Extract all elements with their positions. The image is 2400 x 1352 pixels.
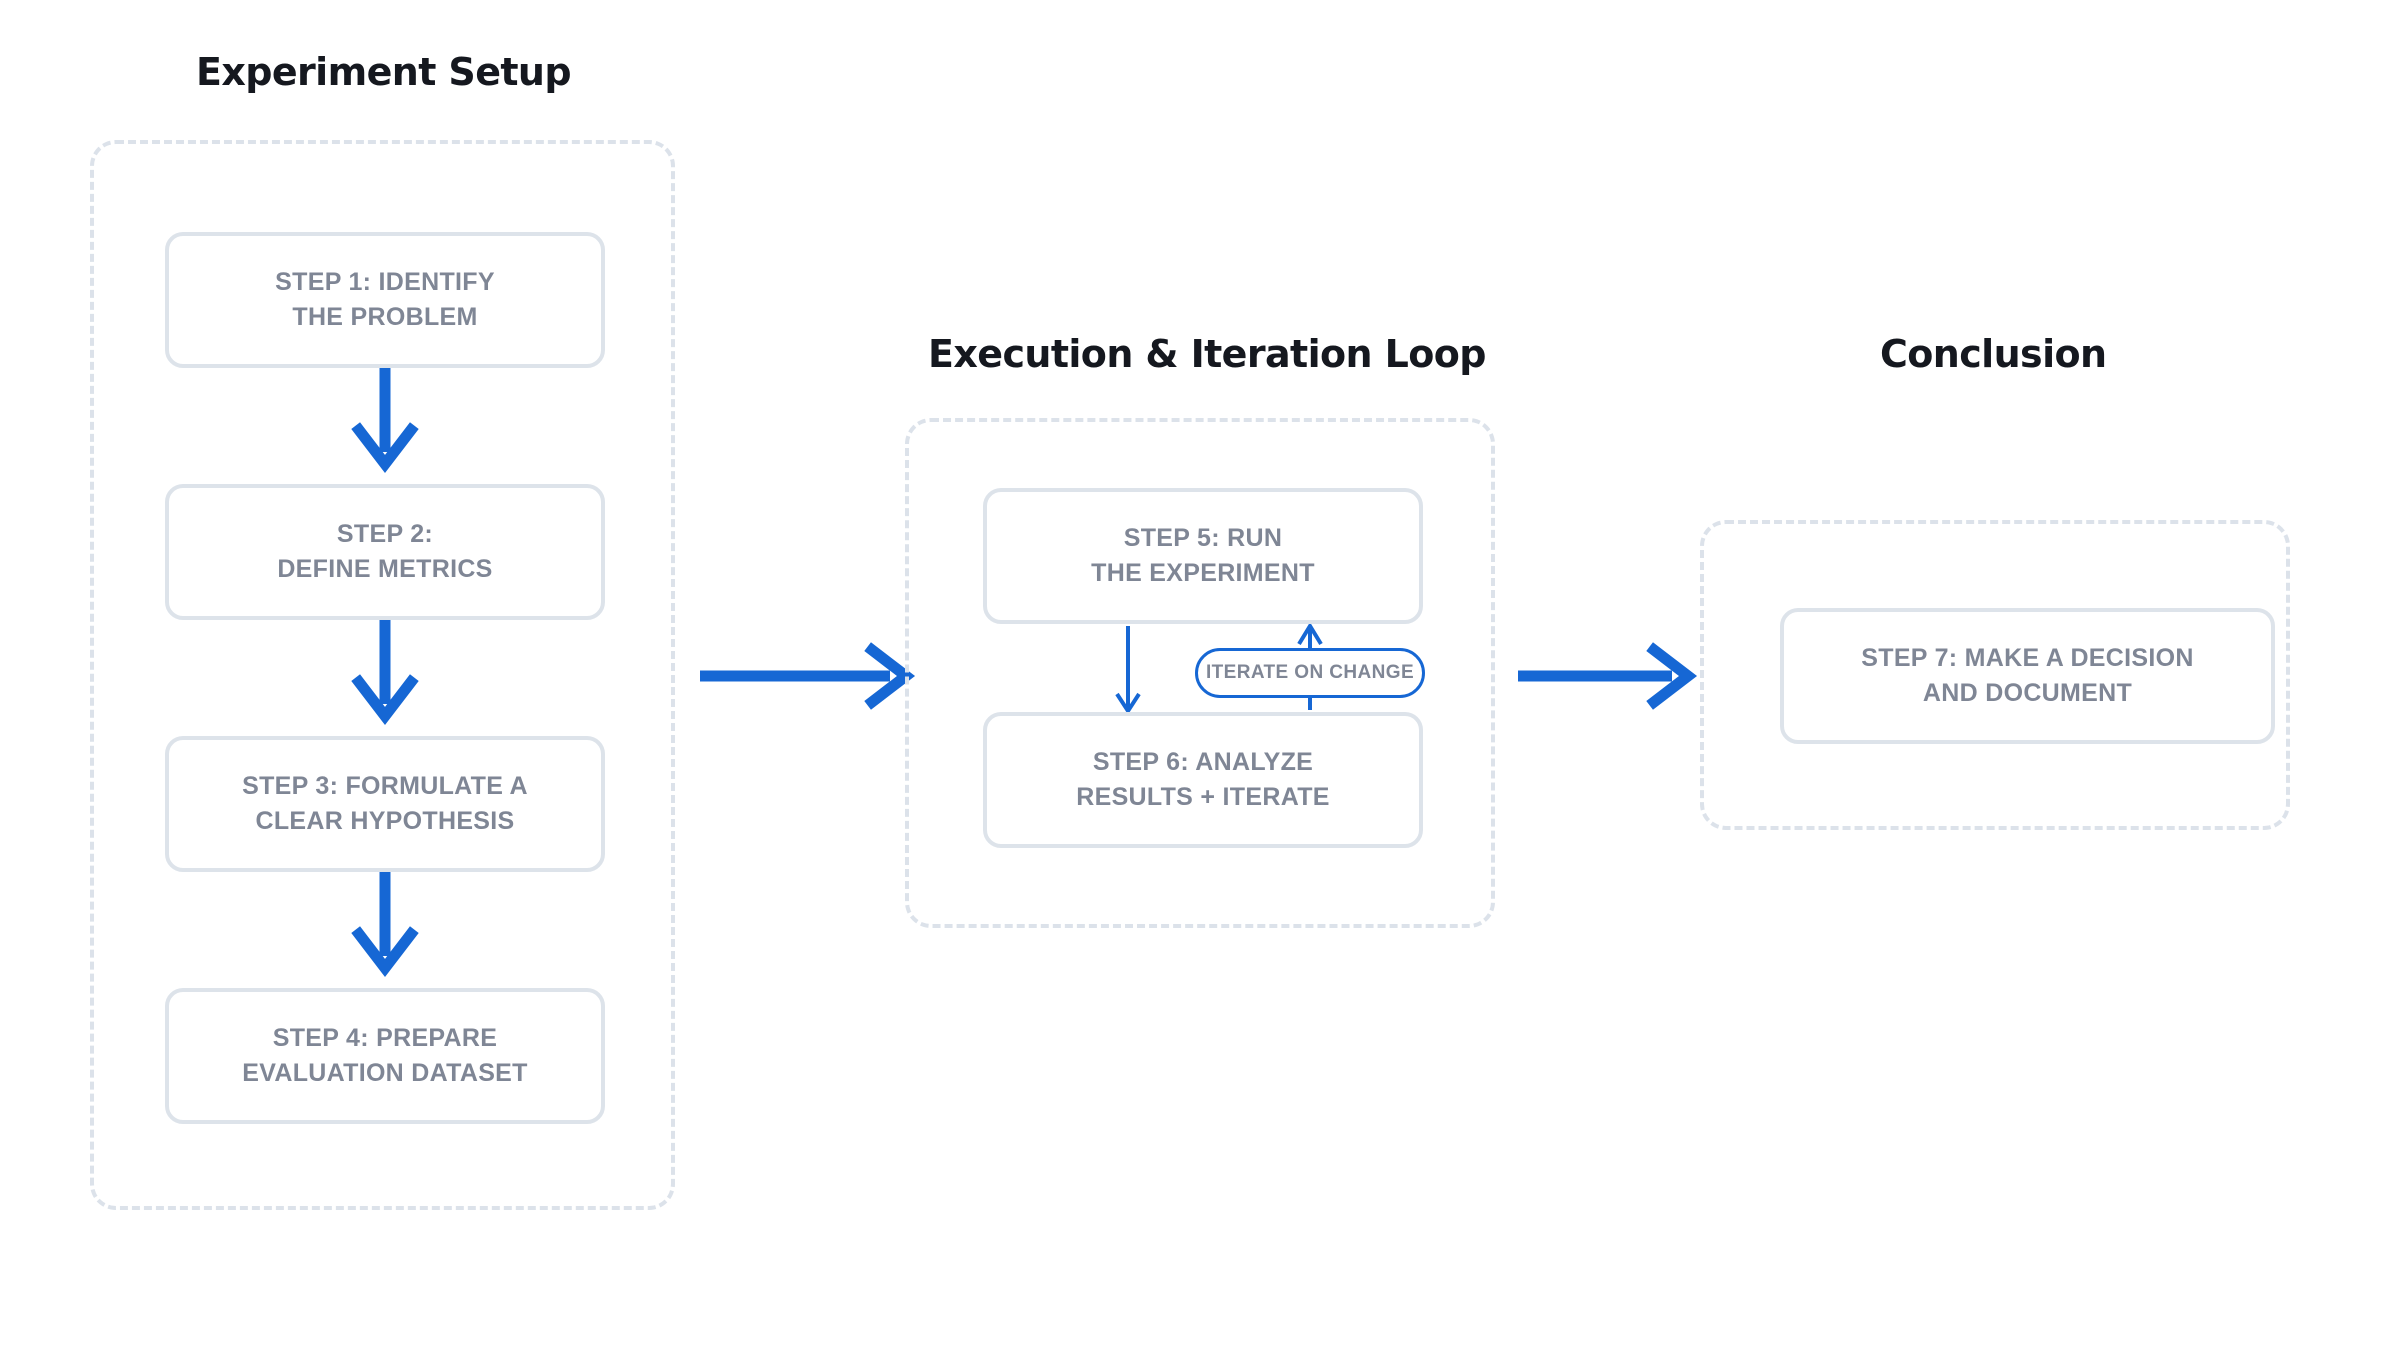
step-box-step-4[interactable]: STEP 4: PREPARE EVALUATION DATASET — [165, 988, 605, 1124]
step-box-step-1[interactable]: STEP 1: IDENTIFY THE PROBLEM — [165, 232, 605, 368]
step-box-step-5[interactable]: STEP 5: RUN THE EXPERIMENT — [983, 488, 1423, 624]
group-title-execution-iteration-loop: Execution & Iteration Loop — [928, 332, 1486, 376]
group-title-conclusion: Conclusion — [1880, 332, 2107, 376]
step-box-step-7[interactable]: STEP 7: MAKE A DECISION AND DOCUMENT — [1780, 608, 2275, 744]
step-label-step-7: STEP 7: MAKE A DECISION AND DOCUMENT — [1861, 643, 2194, 708]
arrow-loop-to-conclusion — [1518, 642, 1698, 710]
step-label-step-1: STEP 1: IDENTIFY THE PROBLEM — [275, 267, 495, 332]
iterate-on-change-label: Iterate on change — [1205, 662, 1415, 683]
group-title-experiment-setup: Experiment Setup — [196, 50, 572, 94]
step-box-step-2[interactable]: STEP 2: DEFINE METRICS — [165, 484, 605, 620]
group-box-conclusion — [1700, 520, 2290, 830]
group-box-execution-iteration-loop — [905, 418, 1495, 928]
step-label-step-5: STEP 5: RUN THE EXPERIMENT — [1091, 523, 1315, 588]
iterate-on-change-pill[interactable]: Iterate on change — [1195, 648, 1425, 698]
step-label-step-3: STEP 3: FORMULATE A CLEAR HYPOTHESIS — [242, 771, 528, 836]
step-label-step-2: STEP 2: DEFINE METRICS — [277, 519, 493, 584]
arrow-setup-to-loop — [700, 642, 916, 710]
step-box-step-6[interactable]: STEP 6: ANALYZE RESULTS + ITERATE — [983, 712, 1423, 848]
step-box-step-3[interactable]: STEP 3: FORMULATE A CLEAR HYPOTHESIS — [165, 736, 605, 872]
step-label-step-6: STEP 6: ANALYZE RESULTS + ITERATE — [1076, 747, 1330, 812]
step-label-step-4: STEP 4: PREPARE EVALUATION DATASET — [242, 1023, 528, 1088]
group-box-experiment-setup — [90, 140, 675, 1210]
